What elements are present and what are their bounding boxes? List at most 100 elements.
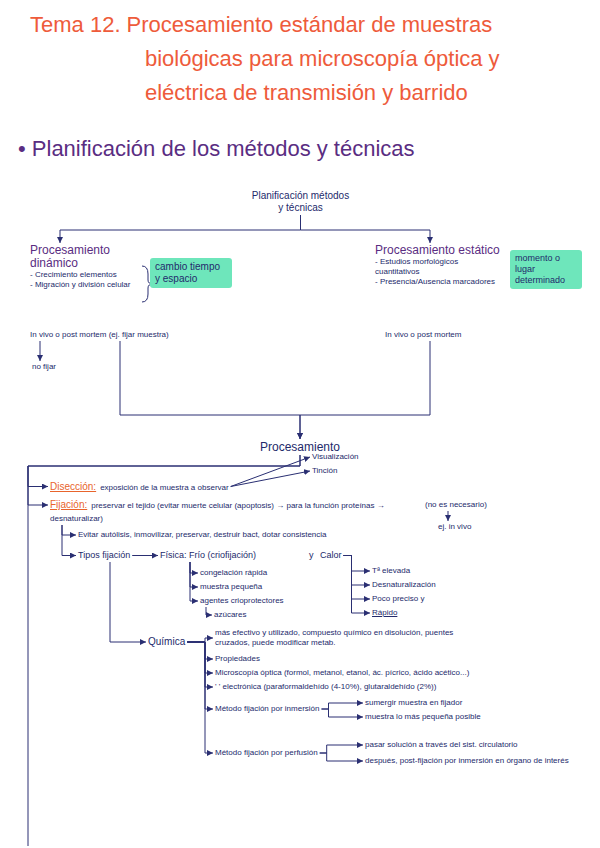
concept-node: congelación rápida [200,568,267,578]
concept-node: Procesamiento dinámico- Crecimiento elem… [30,244,142,290]
arrow-connector [320,745,363,753]
node-heading: In vivo o post mortem (ej. fijar muestra… [30,330,169,340]
arrow-connector [110,562,146,642]
node-heading: muestra pequeña [200,582,262,592]
arrow-connector [62,525,76,535]
conjunction-text: y [309,550,314,561]
highlight-box: momento o lugar determinado [510,250,582,289]
node-heading: Procesamiento dinámico [30,244,142,270]
arrow-connector [231,457,310,487]
arrow-connector [190,562,198,573]
node-heading: Evitar autólisis, inmovilizar, preservar… [78,530,327,540]
arrow-connector [40,341,41,361]
node-heading: Método fijación por inmersión [215,704,320,714]
node-heading: Método fijación por perfusión [215,748,318,758]
node-heading: ' ' electrónica (paraformaldehído (4-10%… [215,682,436,692]
spine-line [28,466,29,846]
node-heading: Visualización [312,452,359,462]
arrow-connector [448,511,449,521]
node-heading: Propiedades [215,654,260,664]
arrow-connector [322,703,364,709]
node-heading: más efectivo y utilizado, compuesto quím… [215,628,485,648]
concept-node: Microscopía óptica (formol, metanol, eta… [215,668,469,678]
node-heading: Procesamiento [260,440,340,454]
concept-node: Física: Frío (criofijación) [160,550,256,561]
concept-node: (no es necesario) [425,500,487,510]
node-text: exposición de la muestra a observar [100,483,229,492]
node-heading: Procesamiento estático [375,244,503,257]
node-heading: (no es necesario) [425,500,487,510]
concept-node: muestra pequeña [200,582,262,592]
concept-node: agentes crioprotectores [200,596,284,606]
arrow-connector [322,709,364,717]
arrow-connector [120,341,300,439]
highlight-box: cambio tiempo y espacio [150,258,232,288]
arrow-connector [187,642,213,673]
concept-node: pasar solución a través del sist. circul… [365,740,518,750]
concept-node: Procesamiento estático- Estudios morfoló… [375,244,503,287]
concept-node: Fijación:preservar el tejido (evitar mue… [50,498,418,524]
concept-node: Método fijación por inmersión [215,704,320,714]
concept-node: Tipos fijación [78,550,130,561]
concept-node: Calor [320,550,342,561]
arrow-connector [132,555,158,556]
arrow-connector [344,556,371,586]
concept-node: más efectivo y utilizado, compuesto quím… [215,628,485,648]
concept-node: no fijar [32,362,56,372]
concept-node: Tª elevada [372,566,410,576]
node-heading: no fijar [32,362,56,372]
arrow-connector [187,642,213,709]
node-heading: muestra lo más pequeña posible [365,712,481,722]
arrow-connector [187,638,213,642]
concept-node: In vivo o post mortem (ej. fijar muestra… [30,330,169,340]
concept-node: Tinción [312,466,338,476]
section-heading: • Planificación de los métodos y técnica… [18,136,415,162]
arrow-connector [190,562,198,601]
node-heading: Física: Frío (criofijación) [160,550,256,561]
concept-node: azúcares [214,610,246,620]
node-heading: Tª elevada [372,566,410,576]
node-heading: después, post-fijación por inmersión en … [365,756,585,766]
concept-node: sumergir muestra en fijador [365,698,462,708]
arrow-connector [344,556,371,600]
concept-node: Poco preciso y [372,594,424,604]
concept-node: Visualización [312,452,359,462]
arrow-connector [300,341,430,439]
node-text: - Estudios morfológicos cuantitativos [375,257,503,277]
concept-node: In vivo o post mortem [385,330,461,340]
node-text: - Presencia/Ausencia marcadores [375,277,503,287]
concept-node: Rápido [372,608,397,618]
concept-node: Evitar autólisis, inmovilizar, preservar… [78,530,327,540]
arrow-connector [187,642,213,687]
node-heading: Fijación: [50,499,87,510]
node-heading: sumergir muestra en fijador [365,698,462,708]
node-heading: Poco preciso y [372,594,424,604]
concept-node: ej. in vivo [438,522,471,532]
node-heading: momento o lugar determinado [515,253,577,286]
node-heading: azúcares [214,610,246,620]
arrow-connector [206,607,212,615]
node-heading: Disección: [50,481,96,492]
concept-node: ' ' electrónica (paraformaldehído (4-10%… [215,682,436,692]
node-heading: cambio tiempo y espacio [155,261,227,285]
arrow-connector [301,215,431,243]
concept-node: muestra lo más pequeña posible [365,712,481,722]
node-heading: Planificación métodos y técnicas [248,190,353,214]
arrow-connector [60,215,301,243]
concept-node: Procesamiento [260,440,340,454]
concept-node: Planificación métodos y técnicas [248,190,353,214]
node-heading: Microscopía óptica (formol, metanol, eta… [215,668,469,678]
node-heading: Tipos fijación [78,550,130,561]
node-text: - Migración y división celular [30,280,142,290]
node-heading: In vivo o post mortem [385,330,461,340]
node-heading: congelación rápida [200,568,267,578]
concept-node: Propiedades [215,654,260,664]
diagram-title: Tema 12. Procesamiento estándar de muest… [30,8,570,110]
arrow-connector [344,556,371,572]
node-heading: agentes crioprotectores [200,596,284,606]
concept-node: Método fijación por perfusión [215,748,318,758]
node-heading: pasar solución a través del sist. circul… [365,740,518,750]
node-heading: ej. in vivo [438,522,471,532]
